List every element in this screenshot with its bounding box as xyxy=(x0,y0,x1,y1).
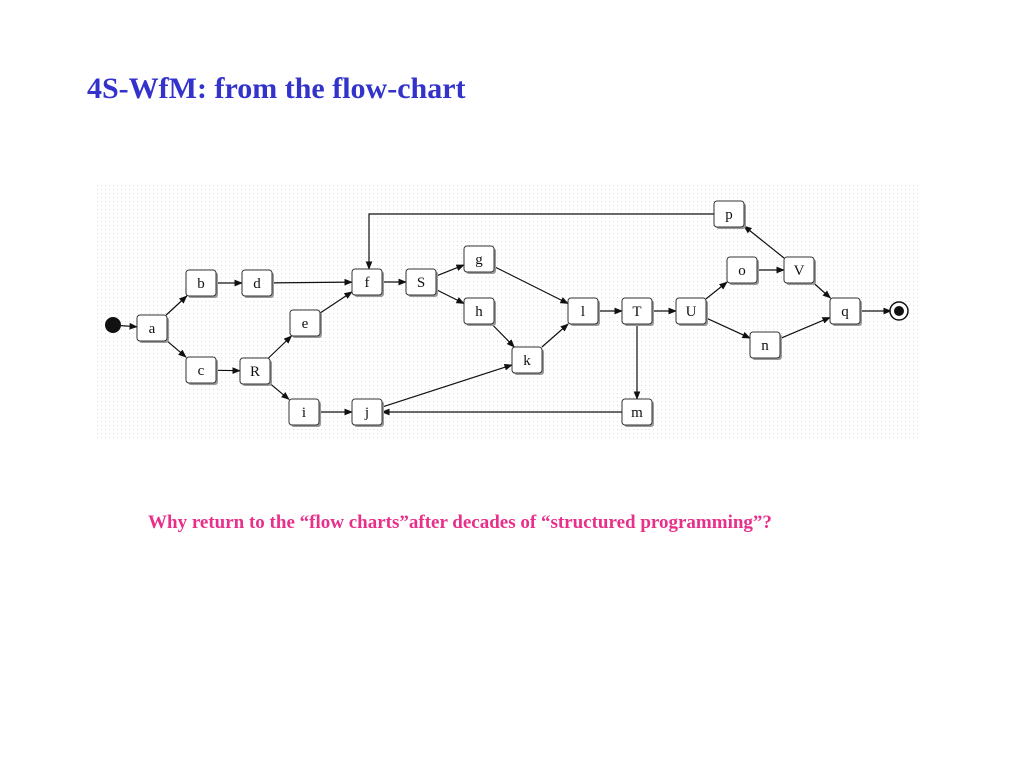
node-box xyxy=(239,357,271,385)
edge-d-f xyxy=(271,278,353,286)
node-label: l xyxy=(581,304,585,320)
node-label: i xyxy=(302,405,306,421)
node-label: a xyxy=(149,321,156,337)
edge-a-b xyxy=(165,295,188,316)
node-S: S xyxy=(405,268,438,297)
node-j: j xyxy=(351,398,384,427)
start-node xyxy=(105,317,121,333)
edge-S-h xyxy=(435,288,465,305)
edges-layer xyxy=(120,213,892,416)
node-i: i xyxy=(288,398,321,427)
node-label: d xyxy=(253,276,261,292)
edge-R-i xyxy=(269,383,290,400)
node-box xyxy=(463,297,495,325)
node-box xyxy=(185,356,217,384)
edge-h-k xyxy=(491,323,515,348)
node-box xyxy=(621,398,653,426)
node-R: R xyxy=(239,357,272,386)
edge-S-g xyxy=(435,264,465,277)
node-n: n xyxy=(749,331,782,360)
edge-V-q xyxy=(813,282,832,299)
edge-R-e xyxy=(268,335,293,359)
node-box xyxy=(783,256,815,284)
node-box xyxy=(713,200,745,228)
edge-U-n xyxy=(705,317,751,339)
node-e: e xyxy=(289,309,322,338)
node-label: j xyxy=(364,405,369,421)
node-box xyxy=(241,269,273,297)
node-label: T xyxy=(632,304,641,320)
node-U: U xyxy=(675,297,708,326)
node-label: c xyxy=(198,363,205,379)
node-g: g xyxy=(463,245,496,274)
flow-chart-canvas: a b c dRe i f j Sg h k l Tm Uo n Vp q xyxy=(97,185,919,440)
node-box xyxy=(726,256,758,284)
diagram-background xyxy=(97,185,919,440)
node-box xyxy=(405,268,437,296)
nodes-layer: a b c dRe i f j Sg h k l Tm Uo n Vp q xyxy=(105,200,909,427)
node-box xyxy=(136,314,168,342)
node-l: l xyxy=(567,297,600,326)
edge-k-l xyxy=(541,323,569,348)
node-d: d xyxy=(241,269,274,298)
node-box xyxy=(288,398,320,426)
end-node-dot xyxy=(894,306,904,316)
node-k: k xyxy=(511,346,544,375)
edge-j-k xyxy=(381,364,513,408)
end-node xyxy=(889,301,909,321)
node-label: R xyxy=(250,364,260,380)
node-V: V xyxy=(783,256,816,285)
edge-g-l xyxy=(493,265,569,305)
node-m: m xyxy=(621,398,654,427)
slide-caption: Why return to the “flow charts”after dec… xyxy=(148,512,772,533)
node-a: a xyxy=(136,314,169,343)
node-b: b xyxy=(185,269,218,298)
node-box xyxy=(351,268,383,296)
node-q: q xyxy=(829,297,862,326)
node-box xyxy=(511,346,543,374)
node-T: T xyxy=(621,297,654,326)
edge-n-q xyxy=(779,316,831,340)
node-box xyxy=(675,297,707,325)
node-box xyxy=(567,297,599,325)
node-label: b xyxy=(197,276,205,292)
node-box xyxy=(463,245,495,273)
node-label: n xyxy=(761,338,769,354)
node-label: e xyxy=(302,316,309,332)
edge-U-o xyxy=(705,281,728,300)
node-label: o xyxy=(738,263,746,279)
node-h: h xyxy=(463,297,496,326)
slide-title: 4S-WfM: from the flow-chart xyxy=(87,72,466,105)
node-label: V xyxy=(794,263,805,279)
edge-a-c xyxy=(166,340,187,358)
node-label: p xyxy=(725,207,733,223)
node-o: o xyxy=(726,256,759,285)
node-label: f xyxy=(365,275,370,291)
edge-V-p xyxy=(743,225,785,259)
node-box xyxy=(621,297,653,325)
edge-e-f xyxy=(319,291,353,314)
node-label: m xyxy=(631,405,643,421)
edge-start-a xyxy=(120,322,138,330)
node-label: k xyxy=(523,353,531,369)
node-label: h xyxy=(475,304,483,320)
node-box xyxy=(749,331,781,359)
node-p: p xyxy=(713,200,746,229)
edge-p-f xyxy=(365,213,714,270)
node-box xyxy=(351,398,383,426)
node-c: c xyxy=(185,356,218,385)
node-label: S xyxy=(417,275,425,291)
node-box xyxy=(829,297,861,325)
node-f: f xyxy=(351,268,384,297)
node-label: g xyxy=(475,252,483,268)
node-label: q xyxy=(841,304,849,320)
node-box xyxy=(185,269,217,297)
node-box xyxy=(289,309,321,337)
node-label: U xyxy=(686,304,697,320)
